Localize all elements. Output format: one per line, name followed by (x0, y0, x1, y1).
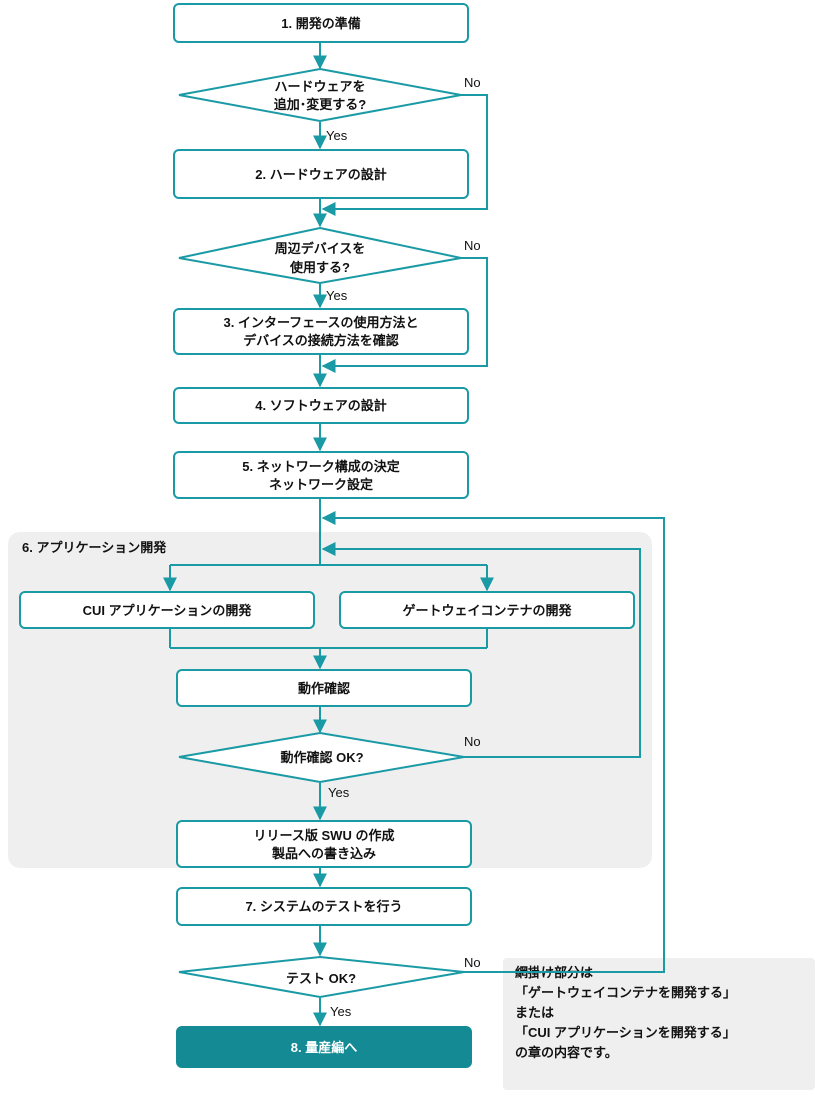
release-swu-line-1: リリース版 SWU の作成 (254, 828, 395, 843)
decision-hardware-line-1: ハードウェアを (274, 79, 365, 94)
arrow-d1-no (321, 94, 488, 216)
note-line-5: の章の内容です。 (515, 1045, 618, 1060)
step-2-label: 2. ハードウェアの設計 (255, 167, 386, 182)
d3-yes-label: Yes (328, 785, 350, 800)
d2-yes-label: Yes (326, 288, 348, 303)
step-3-line-1: 3. インターフェースの使用方法と (223, 315, 418, 330)
gateway-container-label: ゲートウェイコンテナの開発 (402, 603, 572, 618)
decision-operation-ok: 動作確認 OK? (178, 731, 465, 784)
group-title: 6. アプリケーション開発 (22, 540, 167, 555)
decision-peripheral-line-2: 使用する? (289, 260, 350, 275)
d4-yes-label: Yes (330, 1004, 352, 1019)
arrow-d3-no (321, 542, 641, 758)
note-line-2: 「ゲートウェイコンテナを開発する」 (515, 985, 736, 1000)
decision-operation-ok-label: 動作確認 OK? (280, 750, 363, 765)
decision-test-ok-label: テスト OK? (286, 971, 356, 986)
operation-check-box: 動作確認 (176, 669, 472, 707)
decision-peripheral: 周辺デバイスを 使用する? (178, 226, 462, 285)
step-1-box: 1. 開発の準備 (173, 3, 469, 43)
step-1-label: 1. 開発の準備 (281, 16, 360, 31)
d4-no-label: No (464, 955, 481, 970)
step-3-line-2: デバイスの接続方法を確認 (243, 333, 399, 348)
decision-peripheral-line-1: 周辺デバイスを (275, 241, 366, 256)
step-4-label: 4. ソフトウェアの設計 (255, 398, 386, 413)
gateway-container-box: ゲートウェイコンテナの開発 (339, 591, 635, 629)
decision-test-ok: テスト OK? (178, 955, 465, 999)
cui-app-label: CUI アプリケーションの開発 (83, 603, 253, 618)
note-line-3: または (515, 1005, 554, 1020)
step-5-box: 5. ネットワーク構成の決定 ネットワーク設定 (173, 451, 469, 499)
step-8-label: 8. 量産編へ (291, 1040, 357, 1055)
step-5-line-1: 5. ネットワーク構成の決定 (242, 459, 399, 474)
cui-app-box: CUI アプリケーションの開発 (19, 591, 315, 629)
step-7-box: 7. システムのテストを行う (176, 887, 472, 926)
note-line-4: 「CUI アプリケーションを開発する」 (515, 1025, 736, 1040)
step-8-box: 8. 量産編へ (176, 1026, 472, 1068)
release-swu-box: リリース版 SWU の作成 製品への書き込み (176, 820, 472, 868)
d2-no-label: No (464, 238, 481, 253)
step-3-box: 3. インターフェースの使用方法と デバイスの接続方法を確認 (173, 308, 469, 355)
step-5-line-2: ネットワーク設定 (269, 477, 373, 492)
d1-no-label: No (464, 75, 481, 90)
step-7-label: 7. システムのテストを行う (245, 899, 402, 914)
note-box (503, 958, 815, 1090)
decision-hardware-line-2: 追加･変更する? (274, 97, 367, 112)
release-swu-line-2: 製品への書き込み (271, 846, 376, 861)
step-4-box: 4. ソフトウェアの設計 (173, 387, 469, 424)
arrow-d2-no (321, 257, 488, 373)
decision-hardware: ハードウェアを 追加･変更する? (178, 67, 462, 123)
operation-check-label: 動作確認 (298, 681, 350, 696)
arrow-d4-no (321, 511, 665, 973)
d1-yes-label: Yes (326, 128, 348, 143)
step-2-box: 2. ハードウェアの設計 (173, 149, 469, 199)
d3-no-label: No (464, 734, 481, 749)
